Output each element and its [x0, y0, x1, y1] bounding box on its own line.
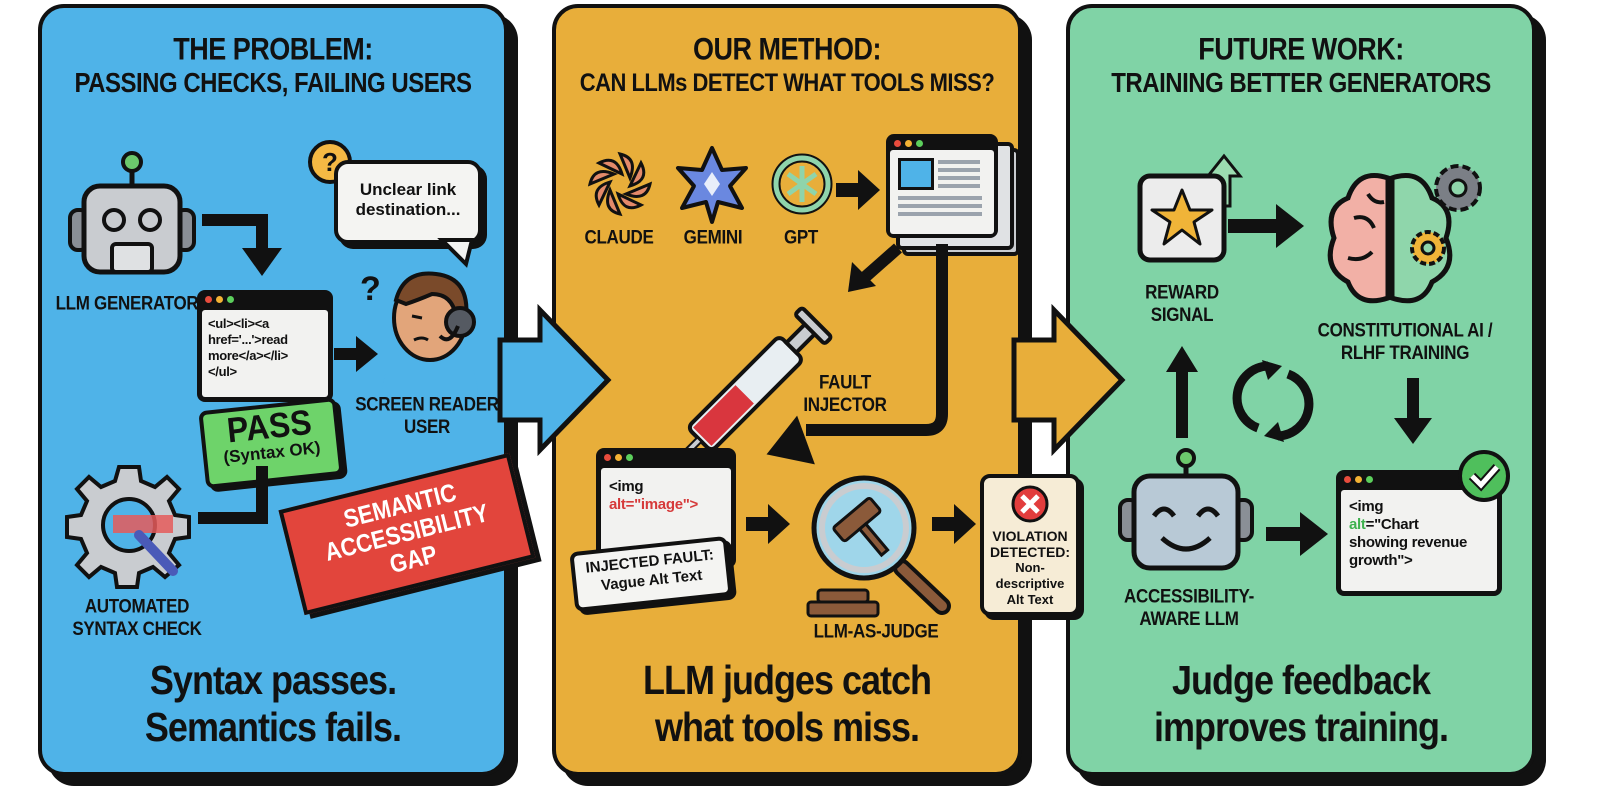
up-arrow-icon — [1166, 346, 1198, 438]
injected-fault-badge: INJECTED FAULT: Vague Alt Text — [569, 535, 733, 613]
gpt-logo-icon — [771, 153, 833, 215]
generated-page-window — [886, 134, 998, 238]
model-label: GPT — [783, 226, 819, 249]
svg-text:?: ? — [360, 270, 381, 308]
connector-line — [198, 466, 268, 524]
arrow-icon — [202, 214, 282, 276]
accessibility-aware-robot-icon — [1118, 448, 1254, 571]
arrow-icon — [932, 504, 976, 544]
code-line: alt="Chart — [1349, 516, 1419, 533]
arrow-icon — [1266, 512, 1328, 556]
arrow-icon — [848, 243, 902, 292]
model-label: GEMINI — [683, 226, 743, 249]
panel-title: THE PROBLEM: — [173, 31, 373, 67]
code-line: showing revenue — [1349, 534, 1468, 551]
gemini-logo-icon — [676, 146, 748, 224]
syntax-check-gear-icon — [65, 465, 191, 589]
code-line: <img — [609, 478, 644, 495]
arrow-icon — [836, 170, 880, 210]
panel-subtitle: CAN LLMs DETECT WHAT TOOLS MISS? — [579, 68, 995, 97]
label-constitutional-training: CONSTITUTIONAL AI / RLHF TRAINING — [1317, 319, 1493, 364]
panel-subtitle: TRAINING BETTER GENERATORS — [1111, 67, 1491, 99]
code-line: <ul><li><a — [208, 316, 269, 331]
down-arrow-icon — [1394, 378, 1432, 444]
code-line: more</a></li> — [208, 348, 288, 363]
checkmark-icon — [1458, 450, 1510, 502]
label-fault-injector: FAULT INJECTOR — [803, 371, 887, 416]
label-reward-signal: REWARD SIGNAL — [1145, 281, 1219, 326]
label-automated-syntax-check: AUTOMATED SYNTAX CHECK — [72, 595, 202, 640]
code-line: alt="image"> — [609, 496, 699, 513]
code-line: </ul> — [208, 364, 237, 379]
panel-footer: LLM judges catch what tools miss. — [642, 656, 932, 750]
arrow-icon — [334, 336, 378, 372]
code-line: <img — [1349, 498, 1384, 515]
claude-logo-icon — [587, 151, 653, 217]
code-window: <ul><li><a href='...'>read more</a></li>… — [197, 290, 333, 402]
bubble-tail — [437, 238, 475, 268]
panel-method: OUR METHOD: CAN LLMs DETECT WHAT TOOLS M… — [552, 4, 1080, 776]
violation-card: VIOLATION DETECTED: Non-descriptive Alt … — [980, 474, 1080, 616]
screen-reader-user-icon: ? — [360, 270, 478, 395]
panel-footer: Judge feedback improves training. — [1153, 656, 1449, 750]
svg-text:?: ? — [322, 147, 338, 177]
arrow-icon — [1228, 204, 1304, 248]
gavel-block-icon — [806, 588, 880, 618]
label-screen-reader-user: SCREEN READER USER — [355, 393, 499, 438]
model-label: CLAUDE — [584, 226, 654, 249]
flow-arrow-icon — [1011, 303, 1126, 457]
reward-star-icon — [1137, 153, 1244, 263]
brain-gears-icon — [1327, 164, 1482, 304]
panel-problem: THE PROBLEM: PASSING CHECKS, FAILING USE… — [38, 4, 536, 776]
arrow-icon — [746, 504, 790, 544]
panel-footer: Syntax passes. Semantics fails. — [144, 656, 402, 750]
flow-arrow-icon — [497, 303, 612, 457]
code-line: growth"> — [1349, 552, 1413, 569]
label-llm-as-judge: LLM-AS-JUDGE — [813, 620, 939, 643]
label-accessibility-aware-llm: ACCESSIBILITY-AWARE LLM — [1124, 585, 1254, 630]
panel-title: OUR METHOD: — [693, 31, 881, 67]
panel-future: FUTURE WORK: TRAINING BETTER GENERATORS … — [1066, 4, 1536, 776]
robot-icon — [68, 151, 196, 275]
error-x-icon — [1011, 485, 1049, 523]
flow-path — [766, 244, 948, 465]
judge-magnifier-icon — [811, 475, 951, 615]
panel-title: FUTURE WORK: — [1198, 31, 1404, 67]
panel-subtitle: PASSING CHECKS, FAILING USERS — [74, 67, 472, 99]
code-line: href='...'>read — [208, 332, 288, 347]
speech-bubble: Unclear link destination... — [334, 160, 482, 244]
cycle-arrows-icon — [1232, 360, 1314, 442]
label-llm-generator: LLM GENERATOR — [55, 292, 199, 315]
